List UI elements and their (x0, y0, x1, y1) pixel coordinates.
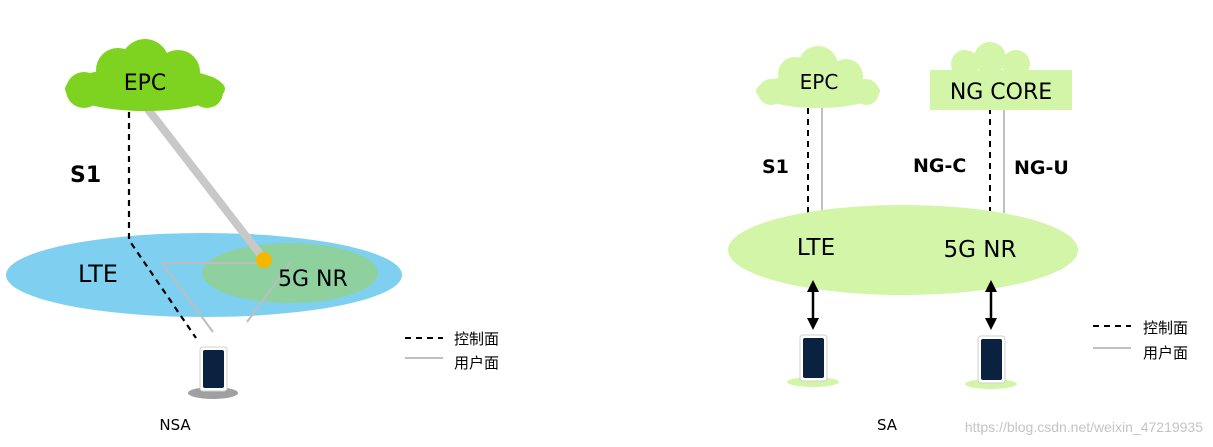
sa-legend: 控制面 用户面 (1093, 319, 1188, 362)
sa-nr-label: 5G NR (944, 237, 1017, 263)
nsa-anchor-point (256, 252, 272, 268)
sa-s1-label: S1 (762, 156, 789, 178)
sa-ngcore-cloud (930, 42, 1072, 110)
sa-lte-phone-icon (787, 334, 839, 387)
nsa-legend: 控制面 用户面 (405, 330, 499, 372)
nsa-phone-icon (188, 346, 238, 399)
sa-ngcore-label: NG CORE (950, 80, 1052, 105)
nsa-epc-cloud (65, 39, 225, 111)
sa-lte-label: LTE (797, 235, 835, 261)
nsa-user-plane-to-phone-b (246, 262, 291, 323)
watermark-text: https://blog.csdn.net/weixin_47219935 (965, 419, 1203, 435)
nsa-s1-label: S1 (70, 163, 101, 188)
sa-ngu-label: NG-U (1014, 157, 1069, 179)
sa-epc-cloud (756, 46, 880, 108)
nsa-epc-label: EPC (124, 71, 167, 96)
sa-caption: SA (877, 416, 898, 434)
nsa-legend-user-label: 用户面 (454, 354, 499, 372)
sa-nr-phone-icon (965, 335, 1017, 389)
nsa-user-plane-epc-link (143, 105, 267, 261)
nsa-section: EPC S1 LTE 5G NR NSA 控制面 用户面 (6, 39, 499, 434)
sa-epc-label: EPC (800, 70, 839, 94)
sa-section: EPC NG CORE S1 NG-C NG-U LTE 5G NR (728, 42, 1188, 434)
sa-legend-user-label: 用户面 (1143, 344, 1188, 362)
nsa-lte-label: LTE (78, 260, 118, 288)
sa-nr-radio-link-arrow (985, 280, 997, 330)
nsa-user-plane-to-phone-a (161, 262, 214, 333)
nsa-caption: NSA (159, 416, 191, 434)
sa-ngc-label: NG-C (913, 155, 966, 177)
nsa-legend-control-label: 控制面 (454, 330, 499, 348)
nsa-nr-label: 5G NR (278, 267, 348, 292)
sa-lte-radio-link-arrow (807, 280, 819, 330)
nsa-nr-coverage (202, 243, 378, 303)
sa-legend-control-label: 控制面 (1143, 319, 1188, 337)
sa-ran-coverage (728, 205, 1078, 295)
